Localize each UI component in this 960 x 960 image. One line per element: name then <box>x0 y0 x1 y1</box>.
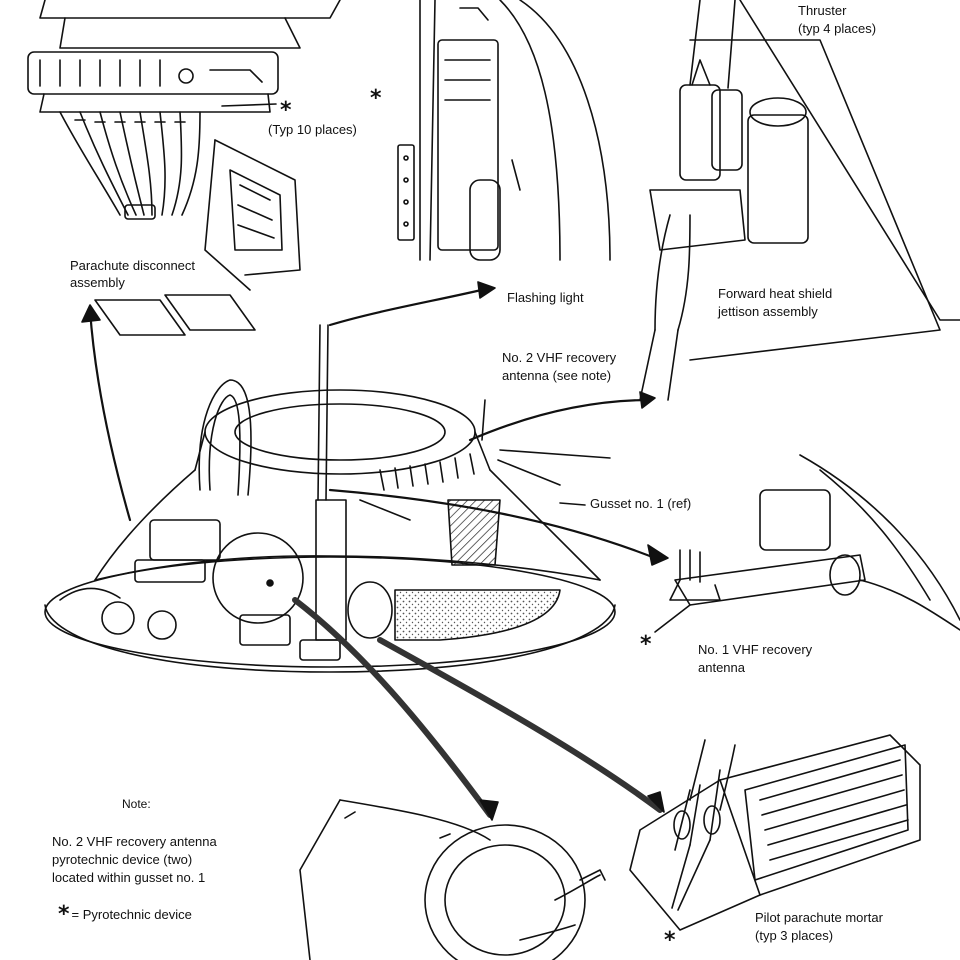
forward-assembly-drawing <box>44 324 616 673</box>
legend: * = Pyrotechnic device <box>58 904 192 926</box>
thruster-label: Thruster <box>798 3 847 18</box>
forward-heat-shield-jettison-drawing <box>639 0 960 401</box>
vhf2-leader-2 <box>497 449 611 486</box>
parachute-disconnect-label: Parachute disconnect <box>70 258 196 273</box>
vhf1-antenna-drawing <box>669 454 960 631</box>
pyrotechnic-star-icon: * <box>664 928 676 953</box>
parachute-disconnect-assembly-drawing <box>27 0 341 336</box>
flashing-light-label: Flashing light <box>507 290 584 305</box>
note-line-3: located within gusset no. 1 <box>52 870 206 885</box>
vhf1-label: No. 1 VHF recovery <box>698 642 813 657</box>
pilot-mortar-drawing <box>629 734 921 931</box>
flashing-light-drawing <box>397 0 611 261</box>
gusset-leader <box>559 502 586 506</box>
pyrotechnic-star-icon: * <box>280 98 292 123</box>
thruster-count-label: (typ 4 places) <box>798 21 877 36</box>
pyrotechnic-star-icon: * <box>370 86 382 111</box>
note-heading: Note: <box>122 797 151 811</box>
vhf2-leader <box>481 399 486 441</box>
legend-text: = Pyrotechnic device <box>71 907 192 922</box>
pyrotechnic-star-icon: * <box>640 632 652 657</box>
forward-heat-shield-label: Forward heat shield <box>718 286 833 301</box>
vhf1-label-2: antenna <box>698 660 745 675</box>
mortar-cylinder-drawing <box>299 799 606 960</box>
parachute-disconnect-label-2: assembly <box>70 275 125 290</box>
typ10-label: (Typ 10 places) <box>268 122 357 137</box>
typ10-leader-line <box>221 103 277 107</box>
note-line-1: No. 2 VHF recovery antenna <box>52 834 217 849</box>
pilot-mortar-label: Pilot parachute mortar <box>755 910 883 925</box>
vhf2-label-2: antenna (see note) <box>502 368 612 383</box>
forward-heat-shield-label-2: jettison assembly <box>718 304 818 319</box>
note-line-2: pyrotechnic device (two) <box>52 852 193 867</box>
pilot-mortar-label-2: (typ 3 places) <box>755 928 834 943</box>
mortar-star-leaders <box>671 839 711 911</box>
pyrotechnic-star-icon: * <box>58 902 70 927</box>
gusset-label: Gusset no. 1 (ref) <box>590 496 692 511</box>
vhf1-star-leader <box>654 604 691 633</box>
vhf2-label: No. 2 VHF recovery <box>502 350 617 365</box>
